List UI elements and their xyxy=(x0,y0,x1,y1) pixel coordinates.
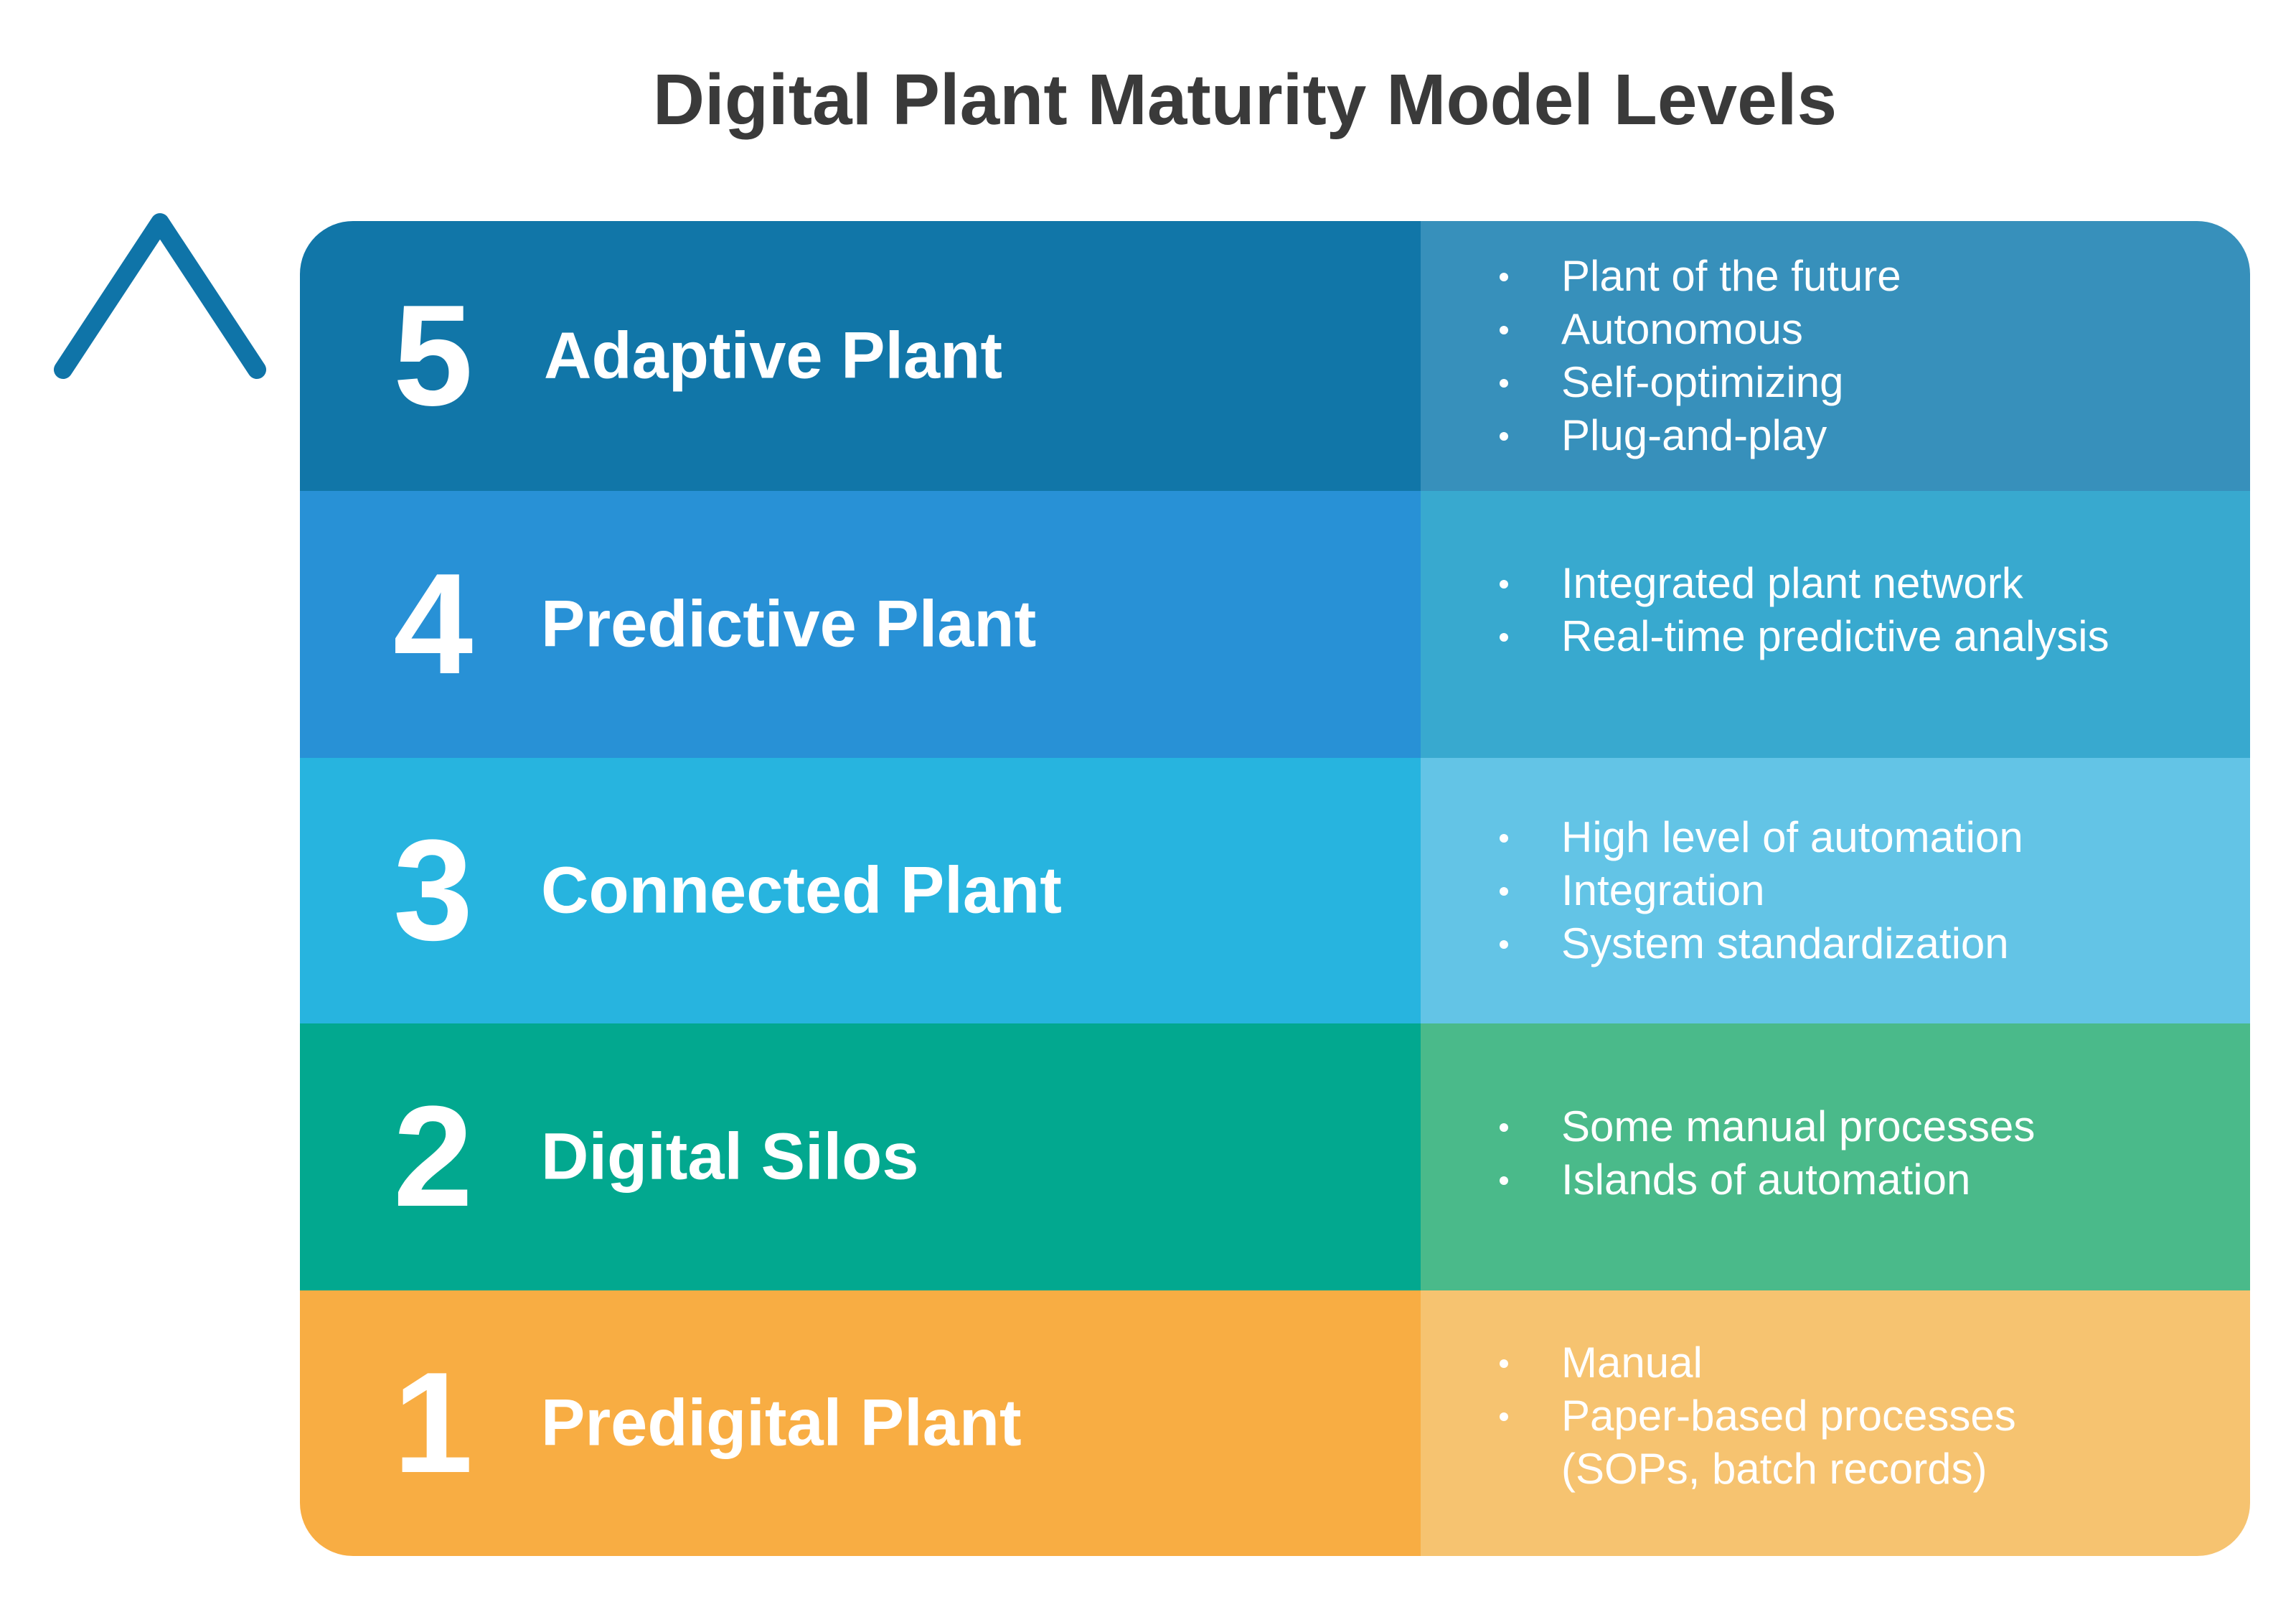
bullet-list: High level of automation Integration Sys… xyxy=(1421,811,2023,970)
arrow-head xyxy=(54,213,266,379)
level-row-1: 1 Predigital Plant Manual Paper-based pr… xyxy=(300,1290,2250,1556)
level-number: 1 xyxy=(393,1343,474,1503)
level-number: 2 xyxy=(393,1077,474,1237)
list-item: Paper-based processes xyxy=(1500,1389,2016,1443)
page-title: Digital Plant Maturity Model Levels xyxy=(652,60,1838,140)
list-item: Some manual processes xyxy=(1499,1100,2035,1153)
list-item: Self-optimizing xyxy=(1500,356,1901,409)
bullet-list: Some manual processes Islands of automat… xyxy=(1421,1100,2035,1206)
level-number: 4 xyxy=(393,544,474,704)
level-5-bullets-cell: Plant of the future Autonomous Self-opti… xyxy=(1421,221,2250,491)
bullet-list: Manual Paper-based processes (SOPs, batc… xyxy=(1421,1336,2016,1496)
list-item: Plant of the future xyxy=(1500,250,1901,303)
level-5-label-cell: 5 Adaptive Plant xyxy=(300,221,1421,491)
level-row-5: 5 Adaptive Plant Plant of the future Aut… xyxy=(300,221,2250,491)
level-name: Adaptive Plant xyxy=(544,319,1003,393)
level-name: Predictive Plant xyxy=(541,587,1037,661)
list-item-continuation: (SOPs, batch records) xyxy=(1561,1445,1987,1493)
level-row-2: 2 Digital Silos Some manual processes Is… xyxy=(300,1023,2250,1290)
list-item: System standardization xyxy=(1500,917,2023,970)
level-1-label-cell: 1 Predigital Plant xyxy=(300,1290,1421,1556)
level-name: Connected Plant xyxy=(541,853,1062,927)
bullet-list: Plant of the future Autonomous Self-opti… xyxy=(1421,250,1901,462)
list-item: Integrated plant network xyxy=(1500,557,2109,610)
level-2-label-cell: 2 Digital Silos xyxy=(300,1023,1421,1290)
list-item: Manual xyxy=(1500,1336,2016,1389)
level-number: 3 xyxy=(393,810,474,970)
level-number: 5 xyxy=(393,276,474,436)
list-item: High level of automation xyxy=(1500,811,2023,864)
bullet-list: Integrated plant network Real-time predi… xyxy=(1421,557,2109,663)
level-1-bullets-cell: Manual Paper-based processes (SOPs, batc… xyxy=(1421,1290,2250,1556)
list-item: Islands of automation xyxy=(1499,1153,2035,1206)
level-row-3: 3 Connected Plant High level of automati… xyxy=(300,758,2250,1023)
level-name: Predigital Plant xyxy=(541,1386,1022,1460)
level-4-bullets-cell: Integrated plant network Real-time predi… xyxy=(1421,491,2250,758)
list-item: Integration xyxy=(1500,864,2023,917)
list-item: Autonomous xyxy=(1500,303,1901,356)
level-row-4: 4 Predictive Plant Integrated plant netw… xyxy=(300,491,2250,758)
maturity-levels-panel: 5 Adaptive Plant Plant of the future Aut… xyxy=(300,221,2250,1556)
maturity-arrow-icon xyxy=(54,213,266,1564)
level-3-bullets-cell: High level of automation Integration Sys… xyxy=(1421,758,2250,1023)
list-item: Real-time predictive analysis xyxy=(1500,610,2109,663)
level-2-bullets-cell: Some manual processes Islands of automat… xyxy=(1421,1023,2250,1290)
list-item: Plug-and-play xyxy=(1500,409,1901,462)
level-4-label-cell: 4 Predictive Plant xyxy=(300,491,1421,758)
level-3-label-cell: 3 Connected Plant xyxy=(300,758,1421,1023)
level-name: Digital Silos xyxy=(541,1120,919,1194)
